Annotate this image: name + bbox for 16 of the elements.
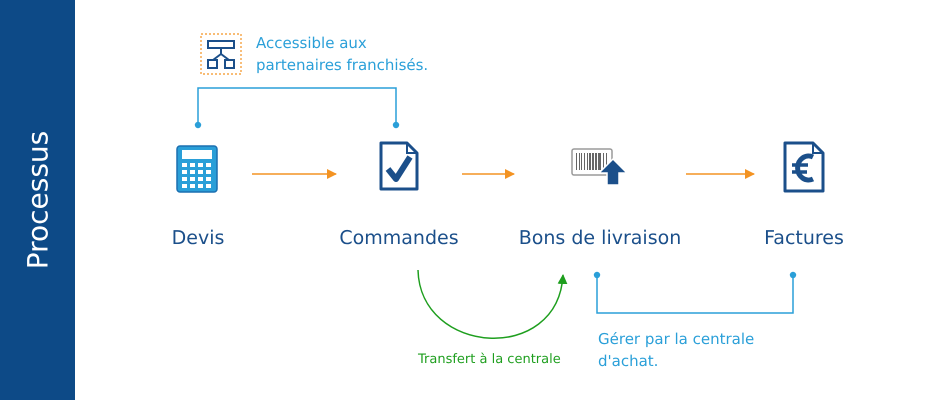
arrow: [686, 169, 755, 179]
leader-line: [297, 87, 400, 128]
note-text: Accessible aux partenaires franchisés.: [256, 33, 430, 76]
note-text: Gérer par la centrale d'achat.: [598, 329, 756, 372]
band-title: Processus: [21, 130, 54, 270]
leader-line: [692, 272, 796, 314]
step-label: Devis: [172, 227, 224, 249]
arrow: [252, 169, 337, 179]
leader-line: [194, 87, 297, 128]
leader-line: [594, 272, 692, 314]
curved-arrow: [417, 270, 566, 339]
step-label: Commandes: [339, 227, 459, 249]
step-label: Bons de livraison: [518, 227, 682, 249]
side-band: [0, 0, 75, 400]
arrow: [462, 169, 515, 179]
step-label: Factures: [764, 227, 844, 249]
